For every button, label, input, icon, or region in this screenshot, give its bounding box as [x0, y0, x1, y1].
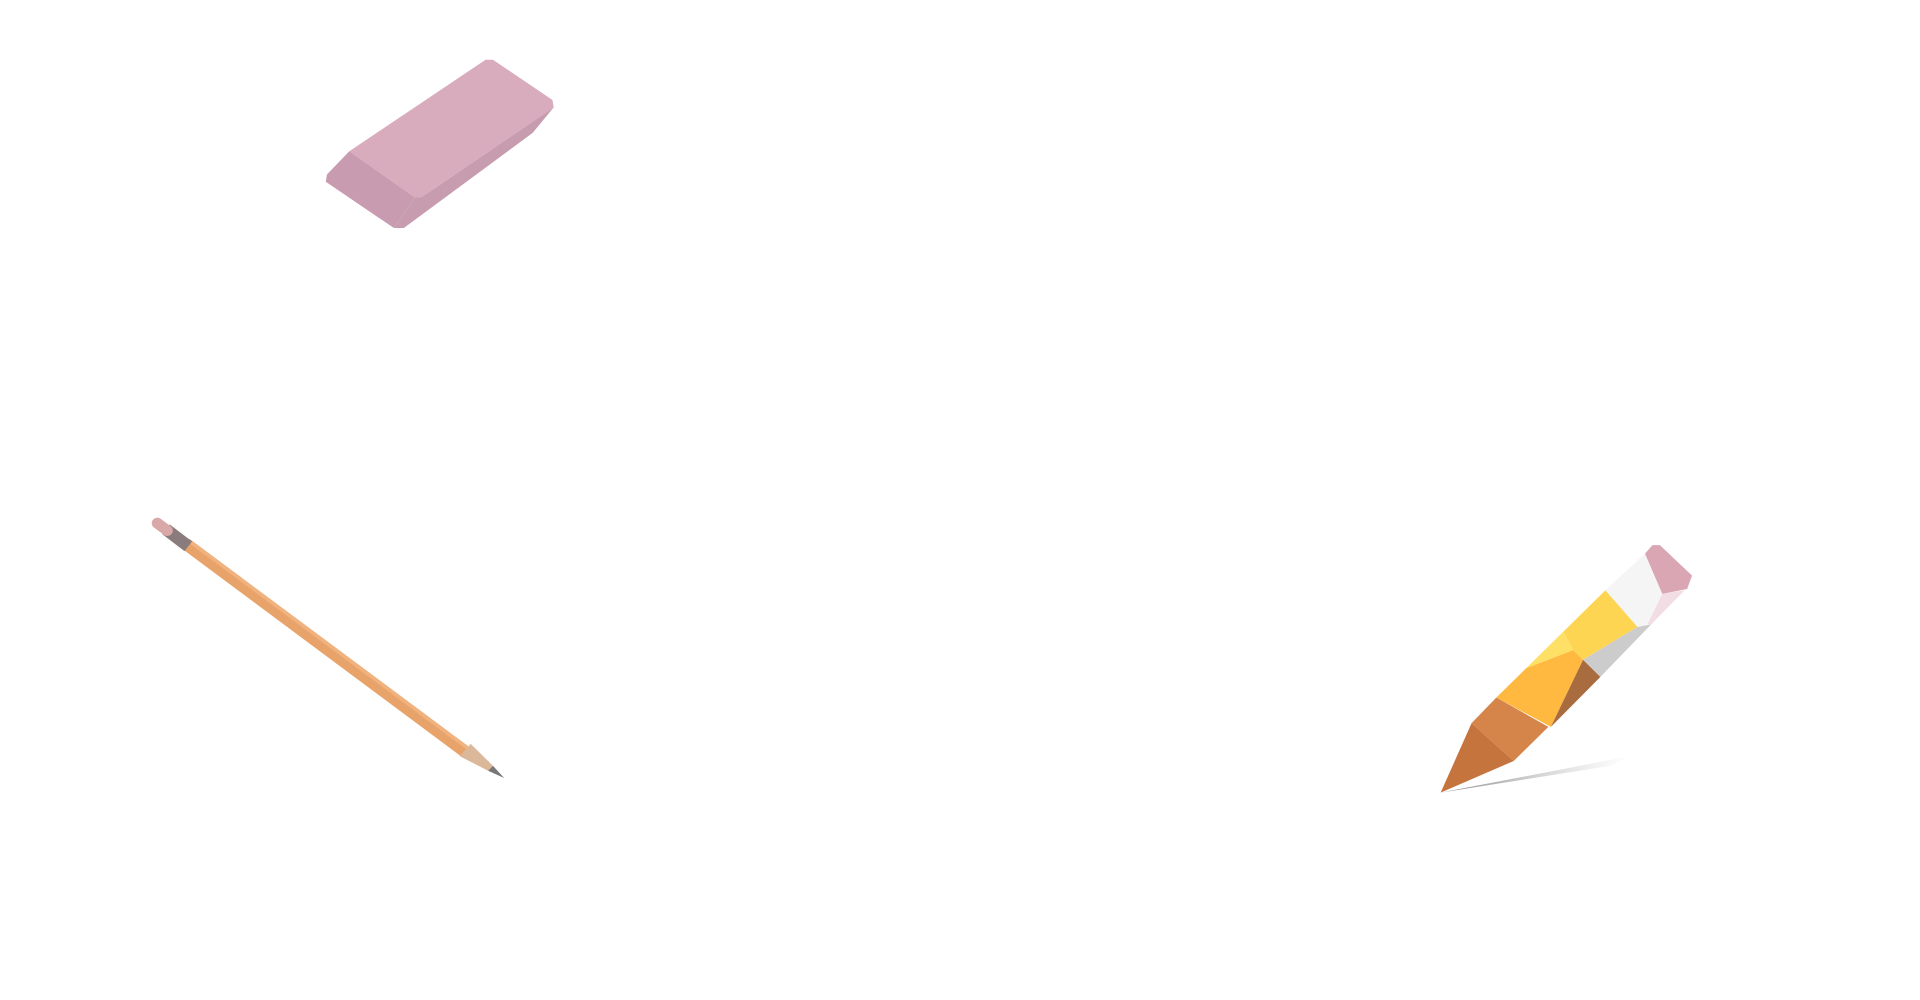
pencil-body-light	[1526, 631, 1574, 669]
pencil-body-shade	[1550, 659, 1601, 727]
eraser-front-face	[393, 107, 554, 229]
pencil-shadow	[1440, 756, 1631, 793]
pencil-wood-tip	[459, 743, 494, 771]
pencil-body-highlight	[187, 538, 469, 750]
pencil-ferrule	[1605, 553, 1663, 627]
pencil-eraser	[1645, 545, 1693, 594]
pencil-tip	[1440, 723, 1514, 793]
eraser-top-face	[349, 59, 554, 198]
pencil-graphite	[488, 765, 505, 779]
pencil-body	[182, 539, 469, 757]
pencil-body-yellow	[1563, 590, 1638, 660]
pencil-eraser	[151, 517, 173, 536]
pencil-wood	[1471, 697, 1549, 761]
pencil-body-orange	[1496, 650, 1584, 727]
pencil-ferrule-shade	[1583, 624, 1652, 677]
eraser-icon	[325, 59, 554, 229]
flat-pencil-icon	[1440, 545, 1693, 793]
pencil-eraser-shade	[1647, 590, 1685, 625]
wooden-pencil-icon	[151, 517, 505, 779]
eraser-side-face	[325, 151, 415, 229]
